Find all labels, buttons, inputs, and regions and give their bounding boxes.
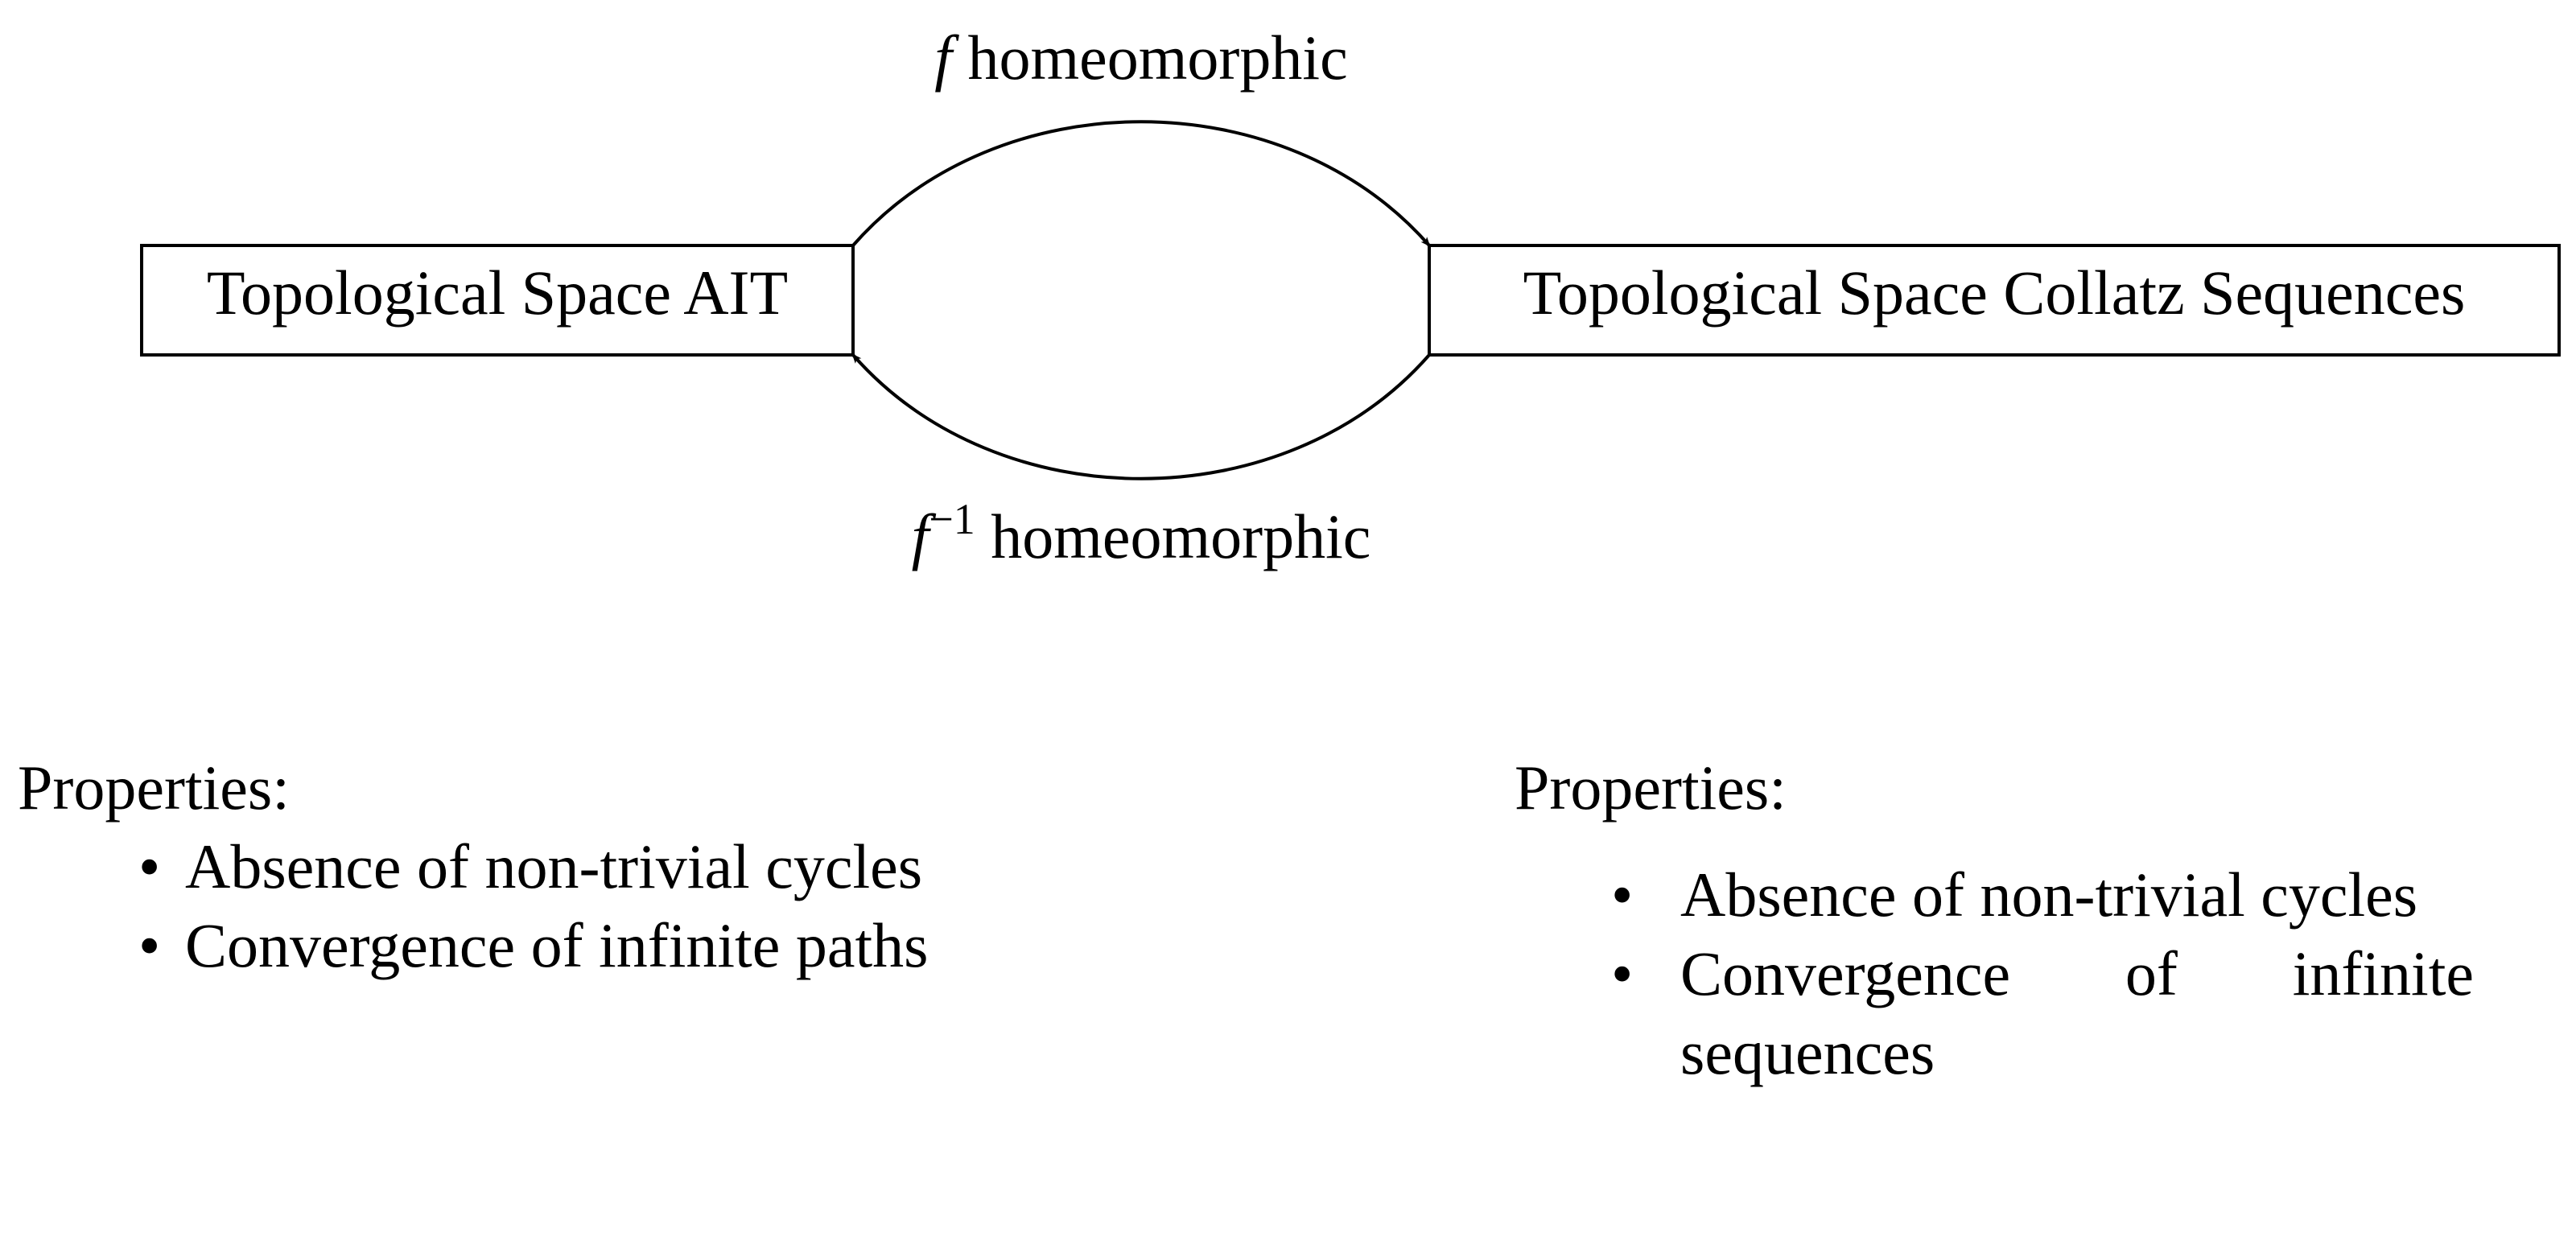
- list-item: • Absence of non-trivial cycles: [18, 827, 990, 906]
- properties-collatz-title: Properties:: [1515, 752, 1787, 823]
- node-collatz: Topological Space Collatz Sequences: [1428, 244, 2561, 357]
- edge-inverse-text: homeomorphic: [975, 501, 1371, 571]
- node-collatz-box: [1428, 244, 2561, 357]
- property-text: Absence of non-trivial cycles: [1680, 860, 2418, 930]
- property-text: Convergence of infinite paths: [185, 910, 929, 980]
- properties-collatz: Properties: • Absence of non-trivial cyc…: [1515, 748, 2474, 1092]
- node-ait: Topological Space AIT: [140, 244, 855, 357]
- node-ait-box: [140, 244, 855, 357]
- properties-collatz-list: • Absence of non-trivial cycles • Conver…: [1515, 856, 2474, 1092]
- edge-forward-text: homeomorphic: [952, 23, 1348, 93]
- properties-ait: Properties: • Absence of non-trivial cyc…: [18, 748, 990, 985]
- edge-forward-label: f homeomorphic: [934, 23, 1347, 93]
- edge-inverse-arrow: [851, 353, 1431, 480]
- edge-inverse-label: f−1 homeomorphic: [912, 495, 1371, 571]
- properties-ait-list: • Absence of non-trivial cycles • Conver…: [18, 827, 990, 985]
- list-item: • Convergence of infinite sequences: [1515, 934, 2474, 1092]
- list-item: • Absence of non-trivial cycles: [1515, 856, 2474, 934]
- node-ait-label: Topological Space AIT: [207, 258, 788, 328]
- bullet-icon: •: [1611, 938, 1634, 1008]
- edge-forward-arrow: [851, 120, 1431, 247]
- property-text: Absence of non-trivial cycles: [185, 831, 923, 901]
- bullet-icon: •: [138, 831, 161, 901]
- bullet-icon: •: [1611, 860, 1634, 930]
- properties-ait-title: Properties:: [18, 752, 290, 823]
- edge-inverse-superscript: −1: [929, 495, 975, 543]
- list-item: • Convergence of infinite paths: [18, 906, 990, 985]
- node-collatz-label: Topological Space Collatz Sequences: [1523, 258, 2466, 328]
- bullet-icon: •: [138, 910, 161, 980]
- property-text: Convergence of infinite sequences: [1680, 938, 2474, 1087]
